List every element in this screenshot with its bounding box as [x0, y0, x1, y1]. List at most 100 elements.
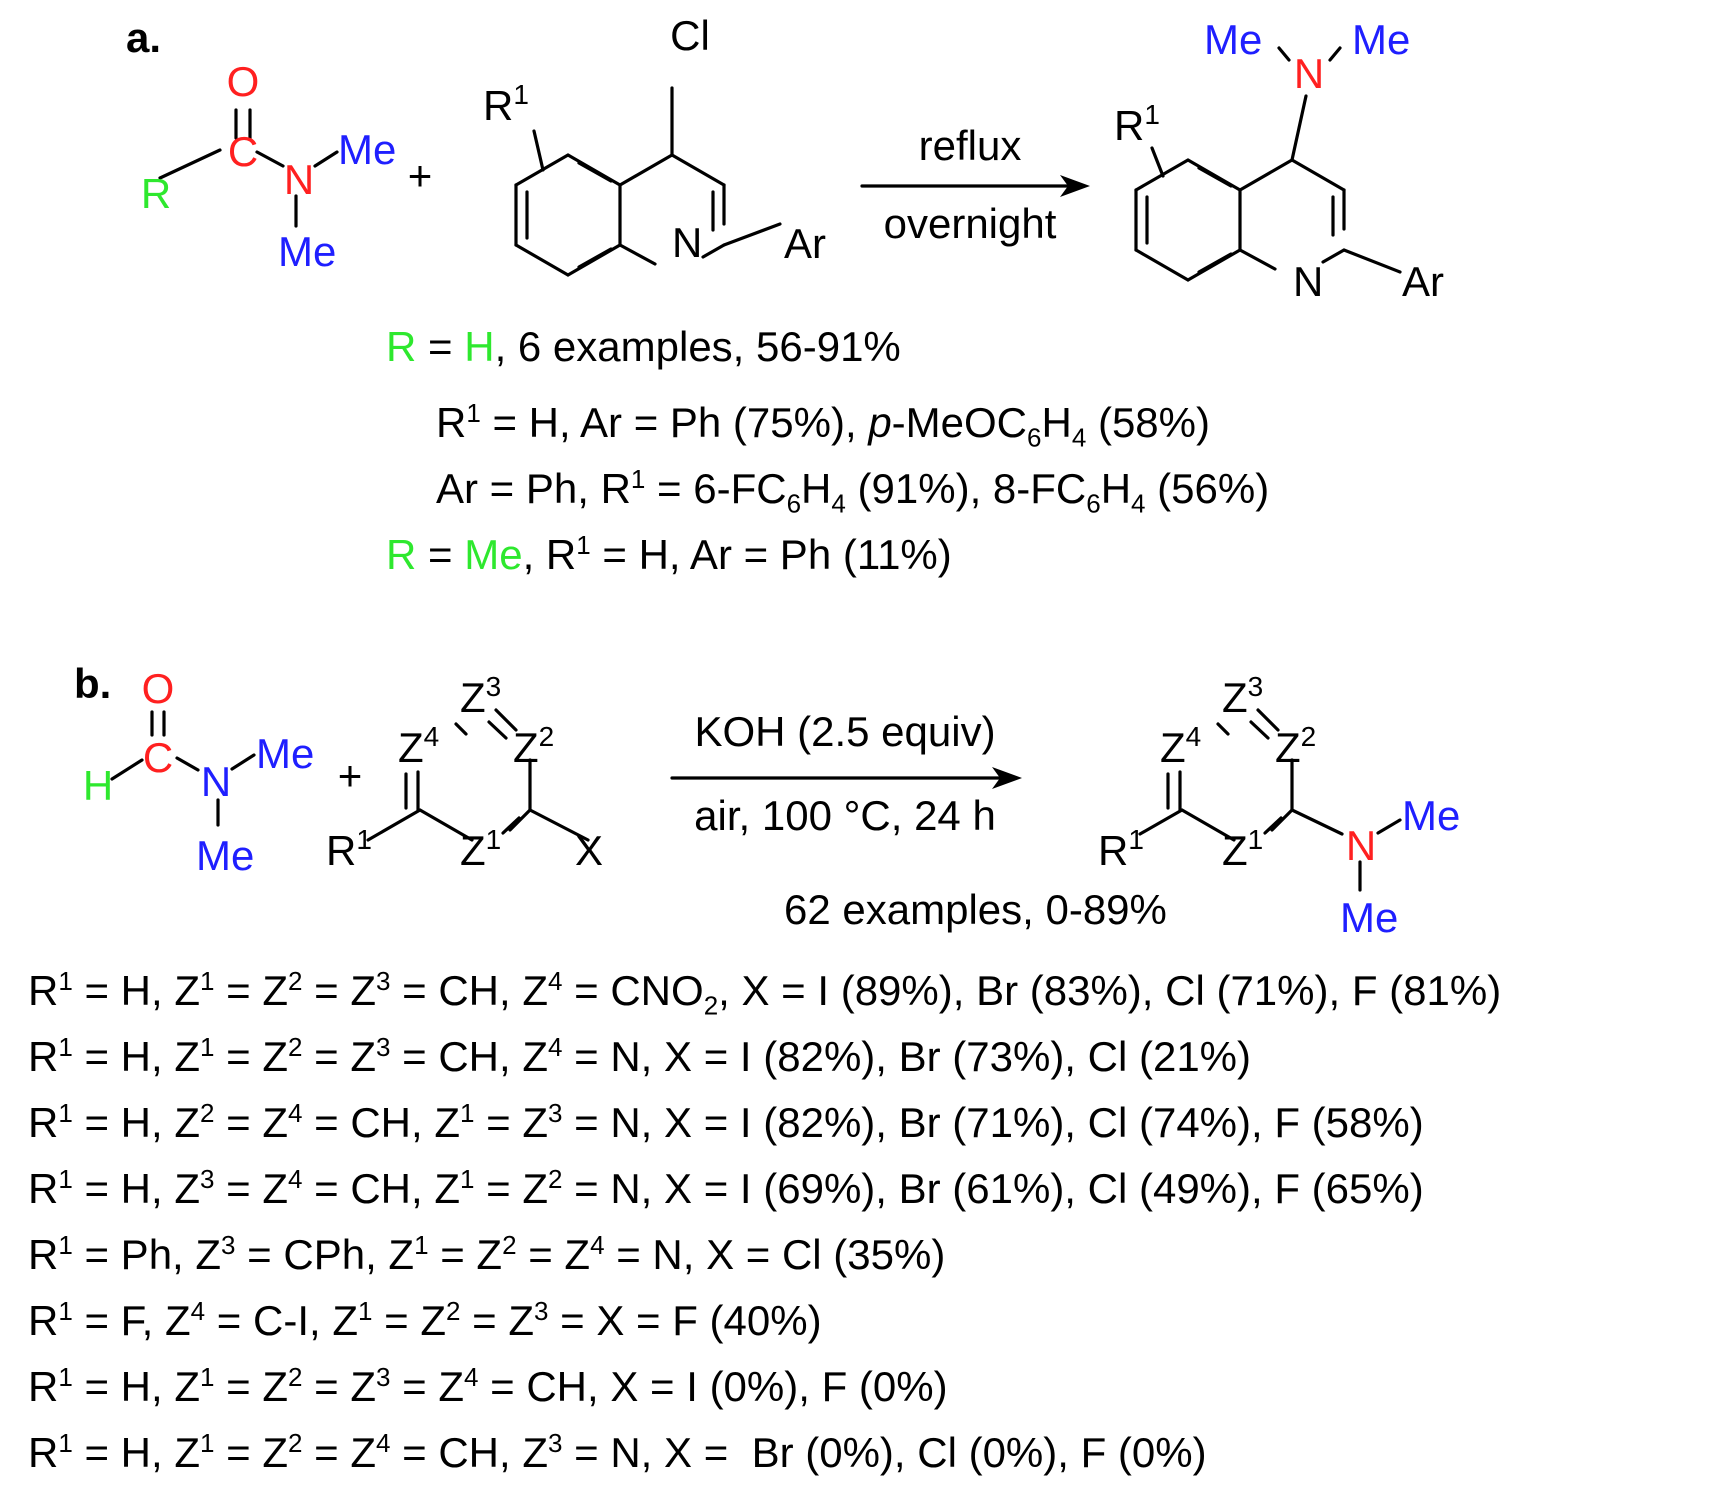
- plus-sign-a: +: [408, 152, 433, 199]
- ring-z2: Z2: [513, 721, 554, 771]
- text: H: [1100, 465, 1132, 512]
- text: = H, Z: [72, 1165, 201, 1212]
- text: = Z: [214, 1363, 289, 1410]
- text: = H, Z: [72, 1099, 201, 1146]
- text: = CH, Z: [390, 1033, 549, 1080]
- ring-z4: Z4: [398, 721, 439, 771]
- superscript: 1: [200, 1428, 215, 1458]
- superscript: 4: [590, 1230, 605, 1260]
- condition-reflux: reflux: [919, 122, 1022, 169]
- superscript: 4: [464, 1362, 479, 1392]
- r-value-me: Me: [464, 531, 523, 578]
- text: = H, Z: [72, 1363, 201, 1410]
- superscript: 3: [376, 966, 391, 996]
- subscript: 2: [703, 990, 719, 1021]
- ring-r1: R1: [326, 824, 372, 874]
- text: = Z: [372, 1297, 446, 1344]
- product-z4: Z4: [1160, 721, 1201, 771]
- n-methyl-down: Me: [278, 228, 336, 275]
- product-dimethylamino-nitrogen: N: [1346, 822, 1376, 869]
- superscript: 3: [376, 1362, 391, 1392]
- aryl-group: Ar: [784, 220, 826, 267]
- text: H: [1041, 399, 1072, 446]
- superscript: 4: [548, 1032, 563, 1062]
- plus-sign-b: +: [338, 752, 363, 799]
- text: = N, X = Br (0%), Cl (0%), F (0%): [562, 1429, 1207, 1476]
- ring-z1: Z1: [460, 824, 501, 874]
- substrate-result-row: R1 = H, Z1 = Z2 = Z3 = CH, Z4 = N, X = I…: [28, 1034, 1251, 1078]
- text: (56%): [1145, 465, 1270, 512]
- substrate-result-row: R1 = H, Z1 = Z2 = Z3 = CH, Z4 = CNO2, X …: [28, 968, 1501, 1018]
- text: R: [28, 1231, 59, 1278]
- text: R: [28, 1297, 59, 1344]
- superscript: 3: [200, 1164, 215, 1194]
- bond-lines: [110, 46, 1402, 892]
- superscript: 2: [288, 1428, 303, 1458]
- r1-substituent: R1: [483, 79, 529, 129]
- text: = C-I, Z: [205, 1297, 358, 1344]
- text: = CH, Z: [390, 1429, 549, 1476]
- condition-temperature: air, 100 °C, 24 h: [694, 792, 996, 839]
- dmf-methyl-right: Me: [256, 730, 314, 777]
- substrate-result-row: R1 = H, Z2 = Z4 = CH, Z1 = Z3 = N, X = I…: [28, 1100, 1424, 1144]
- superscript: 1: [58, 1428, 73, 1458]
- dmf-hydrogen: H: [83, 762, 113, 809]
- text: = X = F (40%): [548, 1297, 822, 1344]
- text: = Z: [302, 1429, 377, 1476]
- text: = Z: [302, 1033, 377, 1080]
- text: = Z: [214, 1033, 289, 1080]
- product-r1: R1: [1098, 824, 1144, 874]
- text: = CH, X = I (0%), F (0%): [478, 1363, 948, 1410]
- text: = CNO: [562, 967, 704, 1014]
- text: = Z: [460, 1297, 534, 1344]
- text: = Z: [302, 1363, 377, 1410]
- dmf-nitrogen: N: [201, 758, 231, 805]
- product-methyl-left: Me: [1204, 16, 1262, 63]
- result-line-3: Ar = Ph, R1 = 6-FC6H4 (91%), 8-FC6H4 (56…: [436, 466, 1269, 516]
- subscript: 4: [1131, 488, 1146, 519]
- text: = CH, Z: [302, 1099, 461, 1146]
- result-line-1: R = H, 6 examples, 56-91%: [386, 326, 901, 368]
- ring-z3: Z3: [460, 671, 501, 721]
- text: = Z: [428, 1231, 503, 1278]
- chloro-substituent: Cl: [670, 12, 710, 59]
- superscript: 2: [502, 1230, 517, 1260]
- text: = N, X = I (82%), Br (73%), Cl (21%): [562, 1033, 1252, 1080]
- r-group: R: [141, 170, 171, 217]
- text: R: [436, 399, 467, 446]
- superscript: 2: [288, 966, 303, 996]
- product-z1: Z1: [1222, 824, 1263, 874]
- text: = CPh, Z: [235, 1231, 415, 1278]
- superscript: 3: [548, 1098, 563, 1128]
- text: = Z: [390, 1363, 465, 1410]
- equals: =: [416, 323, 465, 370]
- superscript: 1: [466, 398, 481, 428]
- product-methyl-down: Me: [1340, 894, 1398, 941]
- arrowheads: [992, 175, 1090, 789]
- superscript: 1: [58, 1164, 73, 1194]
- product-z2: Z2: [1275, 721, 1316, 771]
- superscript: 1: [200, 966, 215, 996]
- result-text: , 6 examples, 56-91%: [494, 323, 901, 370]
- r-value-h: H: [464, 323, 495, 370]
- superscript: 1: [58, 966, 73, 996]
- text: = H, Ar = Ph (75%),: [480, 399, 869, 446]
- superscript: 2: [200, 1098, 215, 1128]
- product-ring-nitrogen: N: [1293, 258, 1323, 305]
- superscript: 1: [200, 1032, 215, 1062]
- product-methyl-right: Me: [1402, 792, 1460, 839]
- superscript: 4: [288, 1098, 303, 1128]
- arrowhead-b: [992, 767, 1022, 789]
- superscript: 1: [58, 1296, 73, 1326]
- text: Ar = Ph, R: [436, 465, 631, 512]
- result-line-4: R = Me, R1 = H, Ar = Ph (11%): [386, 532, 952, 576]
- text: = H, Z: [72, 1033, 201, 1080]
- superscript: 1: [200, 1362, 215, 1392]
- superscript: 1: [414, 1230, 429, 1260]
- subscript: 6: [1086, 488, 1101, 519]
- superscript: 4: [190, 1296, 206, 1326]
- examples-summary: 62 examples, 0-89%: [784, 886, 1167, 933]
- product-methyl-right: Me: [1352, 16, 1410, 63]
- italic-text: p: [868, 399, 892, 446]
